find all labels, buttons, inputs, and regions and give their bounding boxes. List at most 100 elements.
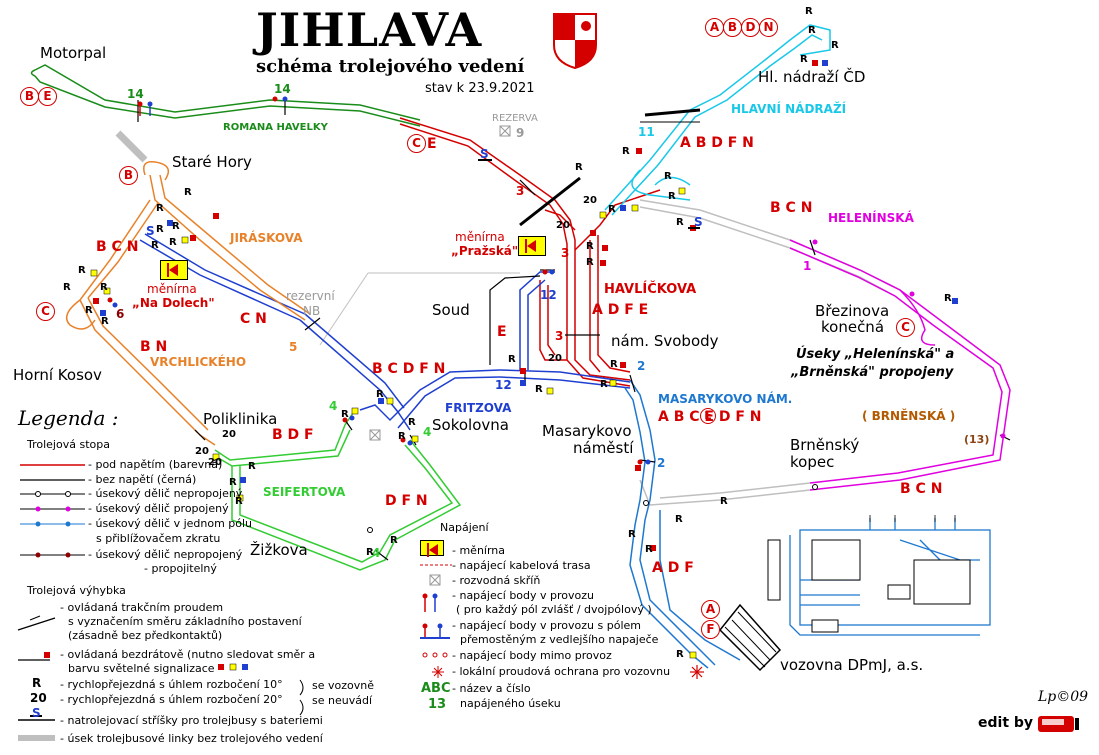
page-title: JIHLAVA xyxy=(256,3,483,57)
circle-letter: C xyxy=(407,134,426,153)
depot-building xyxy=(718,603,782,672)
section-label: B N xyxy=(140,339,168,355)
legend-r-symbol: R xyxy=(32,676,42,690)
circle-letter: E xyxy=(38,87,57,106)
label-rezervni: rezervní xyxy=(286,289,335,303)
switch-r: R xyxy=(668,191,676,202)
switch-20: 20 xyxy=(548,353,562,364)
legend-20-symbol: 20 xyxy=(30,691,47,705)
switch-r: R xyxy=(341,409,349,420)
line-red-trunk-2 xyxy=(399,123,631,387)
legend-item: - úsek trolejbusové linky bez trolejovéh… xyxy=(60,732,323,745)
switch-r: R xyxy=(586,257,594,268)
legend-item: - měnírna xyxy=(452,544,506,557)
section-number: 14 xyxy=(274,82,291,96)
street-vrchlickeho: VRCHLICKÉHO xyxy=(150,355,247,369)
place-sokolovna: Sokolovna xyxy=(432,416,509,434)
place-zizkova: Žižkova xyxy=(250,541,308,559)
legend-abc: ABC xyxy=(421,681,451,696)
place-nam-svobody: nám. Svobody xyxy=(611,332,719,350)
street-masarykovo-nam: MASARYKOVO NÁM. xyxy=(658,392,793,406)
section-label: E xyxy=(497,324,507,340)
label-nb: NB xyxy=(303,304,321,318)
legend-item: - úsekový dělič v jednom pólu xyxy=(88,517,253,530)
switch-r: R xyxy=(63,282,71,293)
section-label: B D F xyxy=(272,427,314,443)
switch-20: 20 xyxy=(195,446,209,457)
label-rezerva: REZERVA xyxy=(492,113,538,124)
switch-r: R xyxy=(675,514,683,525)
switch-r: R xyxy=(720,496,728,507)
place-poliklinika: Poliklinika xyxy=(203,410,278,428)
circle-letter: B xyxy=(119,166,138,185)
section-label: E xyxy=(427,136,437,152)
switch-r: R xyxy=(390,535,398,546)
s-roof-label: S xyxy=(480,147,489,161)
note-line2: „Brněnská" propojeny xyxy=(791,365,954,380)
substation-name: „Pražská" xyxy=(451,244,519,258)
switch-r: R xyxy=(805,6,813,17)
legend-item: - úsekový dělič propojený xyxy=(88,502,229,515)
legend-item: - ovládaná bezdrátově (nutno sledovat sm… xyxy=(60,648,316,661)
place-soud: Soud xyxy=(432,301,470,319)
section-number: 4 xyxy=(329,399,338,413)
circle-letter: N xyxy=(759,18,778,37)
line-jiraskova xyxy=(149,174,306,321)
switch-r: R xyxy=(608,204,616,215)
switch-r: R xyxy=(229,477,237,488)
street-hlavni-nadrazi: HLAVNÍ NÁDRAŽÍ xyxy=(731,102,847,116)
line-heleninska xyxy=(789,239,1011,491)
line-masarykovo xyxy=(629,379,716,666)
switch-r: R xyxy=(586,241,594,252)
circle-letter: C xyxy=(36,302,55,321)
switch-r: R xyxy=(101,316,109,327)
switch-20: 20 xyxy=(556,220,570,231)
legend-item: přemostěným z vedlejšího napaječe xyxy=(460,633,659,646)
switch-r: R xyxy=(235,496,243,507)
legend-item: - natrolejovací stříšky pro trolejbusy s… xyxy=(60,714,323,727)
switch-r: R xyxy=(78,265,86,276)
street-fritzova: FRITZOVA xyxy=(445,401,512,415)
switch-r: R xyxy=(831,40,839,51)
place-vozovna: vozovna DPmJ, a.s. xyxy=(780,656,924,674)
legend-abc-num: 13 xyxy=(428,697,447,712)
section-number: 12 xyxy=(495,378,512,392)
legend-item: barvu světelné signalizace xyxy=(68,662,215,675)
legend-item: - napájecí body v provozu xyxy=(452,589,595,602)
place-brezinova: Březinova xyxy=(815,302,890,320)
page-subtitle: schéma trolejového vedení xyxy=(256,56,525,77)
switch-r: R xyxy=(664,171,672,182)
switch-r: R xyxy=(85,305,93,316)
section-number: 5 xyxy=(289,340,298,354)
switch-r: R xyxy=(508,354,516,365)
place-motorpal: Motorpal xyxy=(40,44,107,62)
switch-r: R xyxy=(676,217,684,228)
legend-vyhybka-title: Trolejová výhybka xyxy=(27,584,126,597)
section-number: 9 xyxy=(516,126,525,140)
edit-by: edit by xyxy=(978,715,1034,731)
line-fritzova xyxy=(359,369,501,422)
section-label: A D F E xyxy=(592,302,649,318)
legend-item: - rychlopřejezdná s úhlem rozbočení 10° xyxy=(60,678,283,691)
street-brnenska: ( BRNĚNSKÁ ) xyxy=(862,409,956,423)
legend-item: - propojitelný xyxy=(144,562,217,575)
note-line1: Úseky „Helenínská" a xyxy=(796,347,955,362)
legend-item: napájeného úseku xyxy=(460,697,561,710)
reserve-cable xyxy=(319,272,369,346)
switch-r: R xyxy=(944,293,952,304)
legend-item: - lokální proudová ochrana pro vozovnu xyxy=(452,665,671,678)
line-seifertova xyxy=(214,409,356,461)
section-number: (13) xyxy=(964,433,990,446)
depot-yard xyxy=(789,518,991,636)
switch-r: R xyxy=(156,203,164,214)
substation-name: „Na Dolech" xyxy=(132,296,215,310)
section-label: B C N xyxy=(900,481,943,497)
switch-r: R xyxy=(376,389,384,400)
legend-item: (zásadně bez předkontaktů) xyxy=(68,629,223,642)
section-number: 3 xyxy=(555,329,564,343)
line-romana-havelky xyxy=(34,64,421,121)
legend-item: - rychlopřejezdná s úhlem rozbočení 20° xyxy=(60,693,283,706)
section-label: B C D F N xyxy=(372,361,446,377)
line-romana-havelky-2 xyxy=(34,75,421,127)
